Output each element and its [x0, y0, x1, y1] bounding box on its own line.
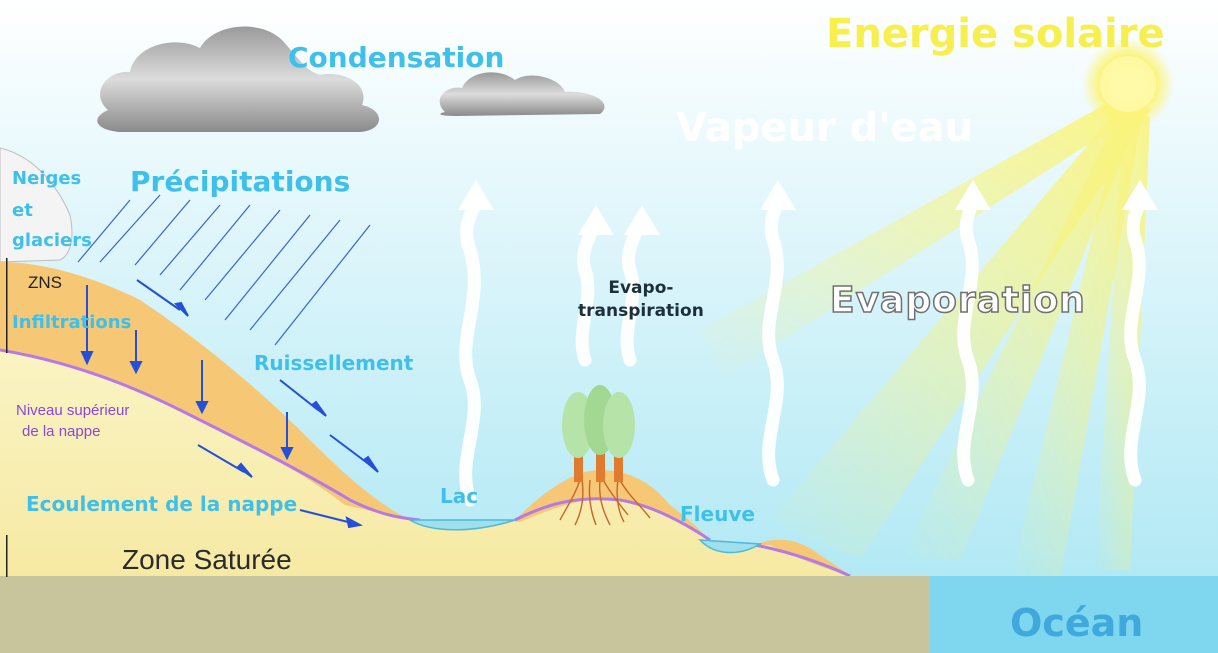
water-table-line: [0, 348, 851, 578]
label-ocean: Océan: [1010, 601, 1144, 645]
label-evaporation: Evaporation: [829, 280, 1086, 321]
label-lac: Lac: [440, 484, 479, 508]
label-glaciers: glaciers: [12, 230, 92, 251]
evaporation-arrows: [459, 198, 1146, 507]
river-water: [698, 539, 763, 554]
label-ecoulement: Ecoulement de la nappe: [26, 492, 298, 516]
unsaturated-zone: [0, 262, 410, 520]
saturated-ground: [0, 350, 930, 580]
arrowheads: [458, 180, 1158, 235]
label-zone-saturee: Zone Saturée: [122, 544, 292, 575]
label-energie-solaire: Energie solaire: [826, 11, 1165, 57]
label-niveau-line1: Niveau supérieur: [16, 402, 130, 419]
ocean-water: [930, 576, 1218, 653]
rain-lines: [77, 194, 371, 346]
cloud-large-icon: [97, 26, 380, 132]
label-evapotranspiration: Evapo- transpiration: [578, 277, 704, 323]
label-precipitations: Précipitations: [130, 165, 351, 198]
label-vapeur-eau: Vapeur d'eau: [676, 105, 974, 151]
label-et: et: [12, 200, 33, 221]
label-evapo-line1: Evapo-: [608, 278, 674, 298]
glacier-shape: [0, 147, 73, 263]
trees-icon: [559, 385, 651, 526]
bedrock: [0, 576, 930, 653]
label-niveau-nappe: Niveau supérieur de la nappe: [16, 400, 129, 442]
label-condensation: Condensation: [288, 41, 505, 74]
label-niveau-line2: de la nappe: [22, 423, 101, 440]
label-infiltrations: Infiltrations: [12, 312, 132, 333]
label-fleuve: Fleuve: [680, 502, 755, 526]
label-ruissellement: Ruissellement: [254, 351, 414, 375]
cloud-small-icon: [439, 72, 605, 116]
lake-water: [407, 519, 516, 531]
label-evapo-line2: transpiration: [578, 300, 704, 321]
hill-zone: [515, 470, 710, 540]
label-zns: ZNS: [28, 273, 62, 292]
flow-arrows: [80, 279, 379, 529]
label-neiges: Neiges: [12, 168, 82, 189]
